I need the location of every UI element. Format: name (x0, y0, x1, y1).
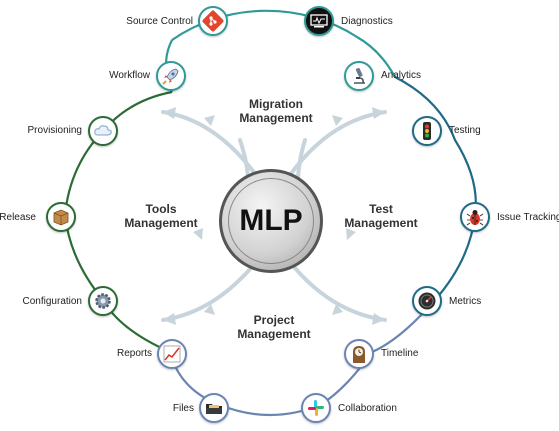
mlp-hub-inner: MLP (228, 178, 314, 264)
metrics-label: Metrics (449, 296, 482, 307)
configuration-node[interactable] (88, 286, 118, 316)
cloud-icon (94, 125, 112, 136)
provisioning-node[interactable] (88, 116, 118, 146)
monitor-icon (310, 14, 328, 28)
slack-icon (308, 400, 324, 416)
mlp-label: MLP (239, 204, 303, 237)
metrics-node[interactable] (412, 286, 442, 316)
package-icon (53, 209, 69, 226)
section-migration-line1: Migration (249, 97, 303, 111)
rocket-icon (162, 68, 179, 85)
release-node[interactable] (46, 202, 76, 232)
collaboration-label: Collaboration (338, 403, 397, 414)
issue-tracking-node[interactable] (460, 202, 490, 232)
reports-node[interactable] (157, 339, 187, 369)
arrow-heads (163, 107, 385, 325)
issue-tracking-label: Issue Tracking (497, 212, 559, 223)
configuration-label: Configuration (22, 296, 82, 307)
section-project: Project Management (224, 313, 324, 341)
workflow-node[interactable] (156, 61, 186, 91)
section-migration-line2: Management (239, 111, 313, 125)
section-migration: Migration Management (226, 97, 326, 125)
collaboration-node[interactable] (301, 393, 331, 423)
diagnostics-label: Diagnostics (341, 16, 393, 27)
section-project-line1: Project (253, 313, 295, 327)
testing-node[interactable] (412, 116, 442, 146)
workflow-label: Workflow (109, 70, 150, 81)
release-label: Release (0, 212, 36, 223)
section-test-line1: Test (369, 202, 393, 216)
section-tools-line2: Management (124, 216, 198, 230)
section-tools: Tools Management (116, 202, 206, 230)
gauge-icon (418, 292, 436, 310)
git-icon (202, 10, 224, 32)
section-test: Test Management (336, 202, 426, 230)
source-control-node[interactable] (198, 6, 228, 36)
bug-icon (466, 210, 484, 226)
files-label: Files (172, 403, 194, 414)
traffic-light-icon (423, 122, 431, 140)
chart-icon (163, 345, 181, 363)
files-node[interactable] (199, 393, 229, 423)
section-test-line2: Management (344, 216, 418, 230)
test-arc (394, 76, 477, 301)
gear-icon (95, 293, 111, 309)
section-tools-line1: Tools (145, 202, 177, 216)
mlp-hub: MLP (219, 169, 323, 273)
reports-label: Reports (116, 348, 152, 359)
microscope-icon (354, 67, 365, 84)
source-control-label: Source Control (126, 16, 193, 27)
timeline-label: Timeline (381, 348, 419, 359)
diagnostics-node[interactable] (304, 6, 334, 36)
folder-icon (206, 404, 222, 414)
analytics-node[interactable] (344, 61, 374, 91)
section-project-line2: Management (237, 327, 311, 341)
analytics-label: Analytics (381, 70, 422, 81)
timeline-node[interactable] (344, 339, 374, 369)
testing-label: Testing (449, 125, 481, 136)
provisioning-label: Provisioning (27, 125, 82, 136)
clock-icon (353, 346, 365, 363)
